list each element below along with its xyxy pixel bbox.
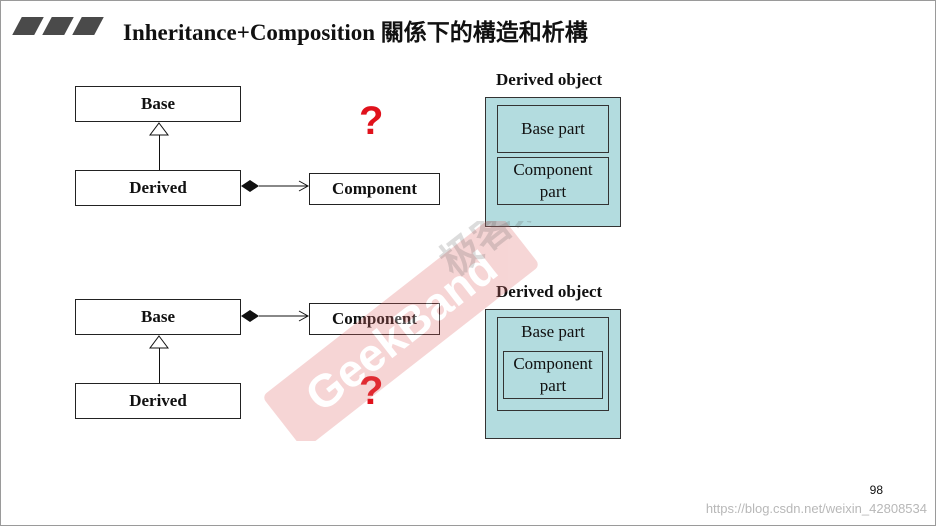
top-derived-object-label: Derived object bbox=[496, 70, 603, 89]
top-derived-class-box: Derived bbox=[75, 170, 241, 206]
bottom-component-part-line2: part bbox=[539, 376, 567, 395]
title-bar-1 bbox=[12, 17, 44, 35]
bottom-component-class-box: Component bbox=[309, 303, 440, 335]
title-bar-2 bbox=[42, 17, 74, 35]
bottom-component-part-line1: Component bbox=[513, 354, 593, 373]
bottom-composition-arrow-icon bbox=[241, 310, 310, 322]
top-inheritance-line bbox=[159, 135, 160, 170]
slide-title: Inheritance+Composition 關係下的構造和析構 bbox=[123, 20, 588, 45]
top-component-part-line1: Component bbox=[513, 160, 593, 179]
bottom-derived-object-box: Base part Component part bbox=[485, 309, 621, 439]
top-derived-object-box: Base part Component part bbox=[485, 97, 621, 227]
top-base-part: Base part bbox=[497, 105, 609, 153]
bottom-base-part: Base part bbox=[497, 317, 609, 411]
top-question-mark: ? bbox=[359, 99, 384, 143]
top-component-part-line2: part bbox=[539, 182, 567, 201]
top-component-class-box: Component bbox=[309, 173, 440, 205]
bottom-inheritance-line bbox=[159, 348, 160, 383]
title-bar-3 bbox=[72, 17, 104, 35]
page-number: 98 bbox=[869, 483, 883, 497]
bottom-derived-object-label: Derived object bbox=[496, 282, 603, 301]
svg-text:极客班: 极客班 bbox=[432, 221, 551, 286]
source-credit: https://blog.csdn.net/weixin_42808534 bbox=[705, 501, 927, 516]
title-decoration-bars bbox=[12, 17, 104, 37]
bottom-question-mark: ? bbox=[359, 369, 384, 413]
top-component-part: Component part bbox=[497, 157, 609, 205]
bottom-base-part-label: Base part bbox=[521, 322, 585, 341]
bottom-derived-class-box: Derived bbox=[75, 383, 241, 419]
bottom-inheritance-arrow-icon bbox=[149, 335, 169, 349]
top-composition-arrow-icon bbox=[241, 180, 310, 192]
top-base-class-box: Base bbox=[75, 86, 241, 122]
bottom-component-part: Component part bbox=[503, 351, 603, 399]
top-inheritance-arrow-icon bbox=[149, 122, 169, 136]
bottom-base-class-box: Base bbox=[75, 299, 241, 335]
